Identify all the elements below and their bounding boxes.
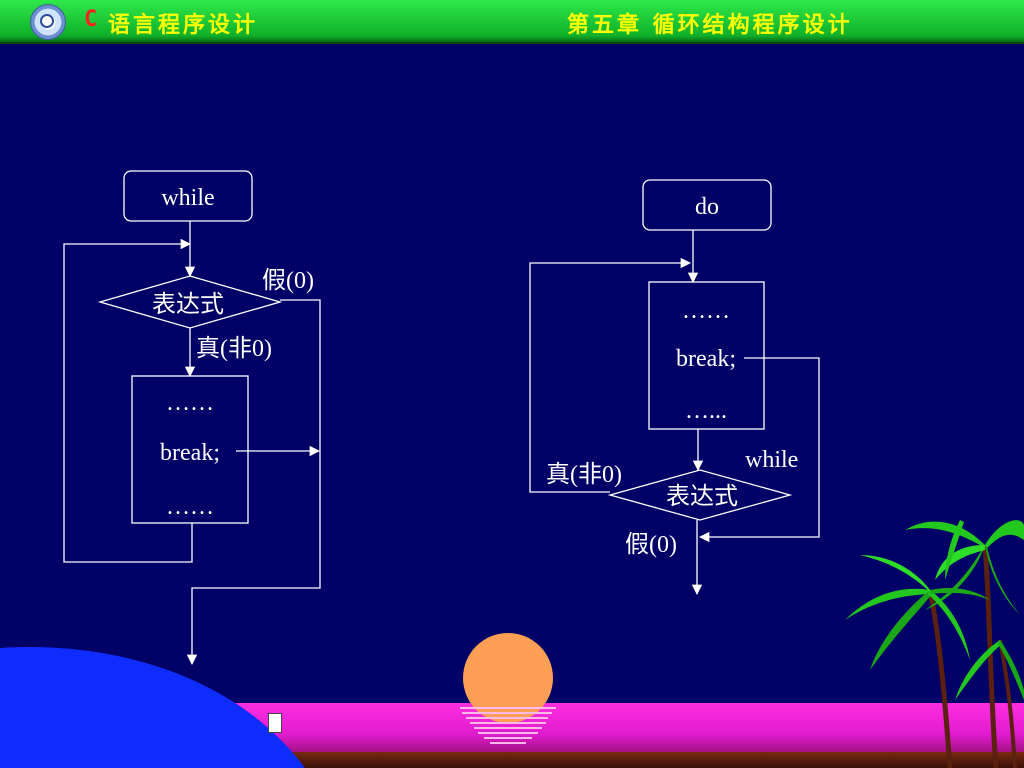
loop-back-line (63, 238, 193, 563)
break-jump-line (698, 357, 820, 543)
do-condition-label: 表达式 (666, 483, 738, 510)
page-icon (268, 713, 282, 733)
do-start-box (642, 179, 772, 231)
while-condition-diamond (97, 275, 283, 329)
course-title: 语言程序设计 (108, 12, 259, 38)
while-body-line-1: …… (166, 390, 214, 416)
do-while-label: while (745, 447, 798, 473)
do-false-label: 假(0) (625, 531, 677, 558)
do-body-line-3: …... (685, 398, 727, 424)
while-start-label: while (161, 185, 214, 211)
do-body-line-1: …… (682, 298, 730, 324)
do-condition-diamond (607, 469, 793, 521)
while-start-box (123, 170, 253, 222)
course-prefix: C (84, 7, 101, 32)
palm-trees (845, 520, 1024, 768)
while-flowchart (63, 170, 321, 666)
do-loop-body-box (648, 281, 765, 430)
do-true-label: 真(非0) (546, 461, 622, 488)
false-exit-line (186, 299, 321, 666)
header-bar: C 语言程序设计 第五章 循环结构程序设计 (0, 0, 1024, 44)
while-false-label: 假(0) (262, 267, 314, 294)
sun-reflection (460, 707, 556, 744)
while-body-line-3: …… (166, 494, 214, 520)
while-loop-body-box (131, 375, 249, 524)
while-condition-label: 表达式 (152, 291, 224, 318)
do-while-flowchart (529, 179, 820, 596)
loop-back-line (529, 257, 692, 493)
university-seal-icon (30, 4, 66, 40)
sun (463, 633, 553, 723)
while-true-label: 真(非0) (196, 335, 272, 362)
while-body-line-2: break; (160, 440, 220, 466)
do-start-label: do (695, 194, 719, 220)
do-body-line-2: break; (676, 346, 736, 372)
chapter-title: 第五章 循环结构程序设计 (567, 12, 853, 38)
blue-hill (0, 647, 305, 768)
